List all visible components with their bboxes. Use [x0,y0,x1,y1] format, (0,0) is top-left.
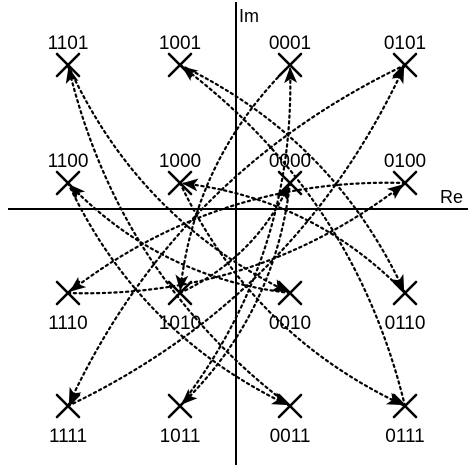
constellation-point [167,393,193,419]
mapping-arc [178,63,292,408]
point-label: 1010 [159,313,201,334]
point-label: 0101 [384,33,426,54]
constellation-point [167,280,193,306]
mapping-arc [66,181,292,295]
arrowhead [270,392,289,406]
mapping-arc [66,181,292,408]
arrowhead [68,386,82,405]
arrowhead [391,66,405,85]
constellation-point [392,393,418,419]
mapping-arc [178,181,292,408]
constellation-point [277,170,303,196]
constellation-point [277,280,303,306]
mapping-arc [66,63,292,408]
point-label: 1001 [159,33,201,54]
point-label: 0110 [385,313,426,334]
constellation-point [167,170,193,196]
point-label: 1000 [159,151,201,172]
constellation-point [55,170,81,196]
constellation-point [392,280,418,306]
arrowhead [181,178,199,192]
mapping-arc [66,63,292,295]
mapping-arc [178,181,407,295]
constellation-point [277,52,303,78]
mapping-arc [178,63,407,295]
point-label: 0111 [385,426,424,447]
arrowhead [270,279,289,293]
arrowhead [284,66,298,84]
constellation-points: 1101 1001 0001 0101 1100 1000 0000 0100 1110 1010… [48,33,427,447]
arrowhead [391,273,405,292]
mapping-arc [66,181,407,295]
mapping-arc [178,181,292,295]
point-label: 0011 [270,426,311,447]
mapping-arc [178,63,292,295]
point-label: 1110 [48,313,87,334]
constellation-point [55,52,81,78]
imaginary-axis-label: Im [239,6,259,26]
real-axis-label: Re [440,187,463,207]
point-label: 1011 [160,426,201,447]
point-label: 0100 [384,151,426,172]
point-label: 0001 [269,33,311,54]
constellation-point [55,393,81,419]
point-label: 1101 [48,33,89,54]
constellation-point [277,393,303,419]
mapping-arc [66,63,407,408]
constellation-point [55,280,81,306]
mapping-arc [178,181,407,408]
arrowhead [175,274,189,292]
point-label: 0000 [269,151,311,172]
constellation-point [392,52,418,78]
point-label: 0010 [269,313,311,334]
point-label: 1111 [49,426,87,447]
arrowhead [385,392,404,406]
mapping-arc [178,63,407,408]
constellation-point [167,52,193,78]
point-label: 1100 [48,151,89,172]
constellation-point [392,170,418,196]
mapping-arc [66,63,407,408]
